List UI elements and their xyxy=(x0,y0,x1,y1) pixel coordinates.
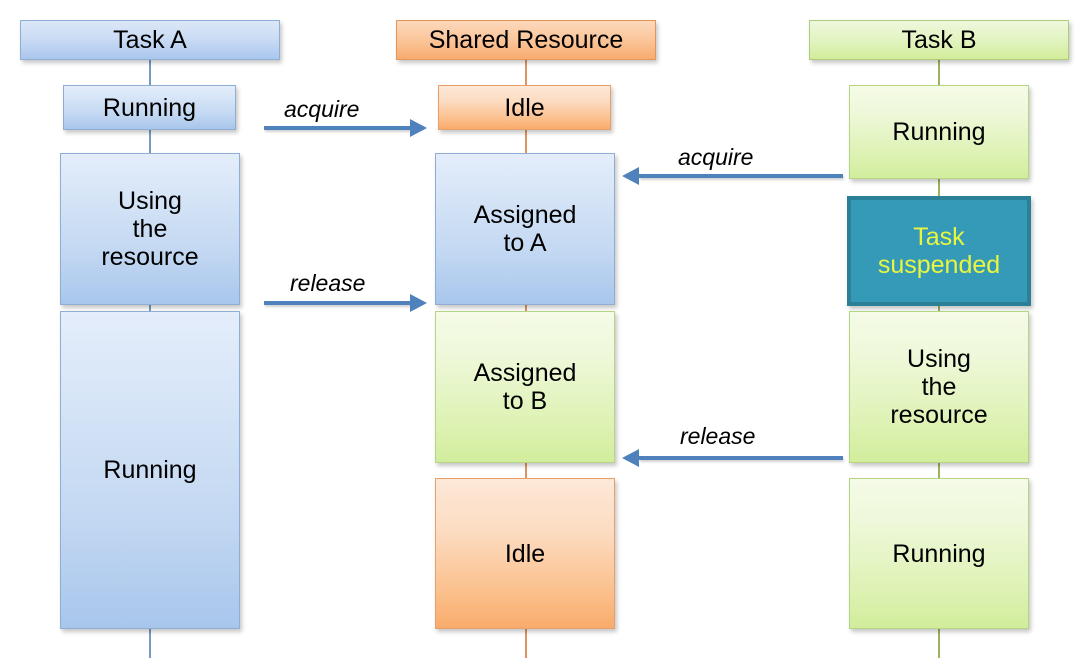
state-resource-assigned-to-a: Assigned to A xyxy=(435,153,615,305)
state-task-b-running-1: Running xyxy=(849,85,1029,179)
header-task-a: Task A xyxy=(20,20,280,60)
header-shared-resource: Shared Resource xyxy=(396,20,656,60)
state-resource-assigned-to-b: Assigned to B xyxy=(435,311,615,463)
arrow-label-acquire-a: acquire xyxy=(284,96,360,122)
state-resource-idle-1: Idle xyxy=(438,85,611,130)
arrow-head-release-a xyxy=(410,294,427,312)
arrow-label-release-b: release xyxy=(680,423,756,449)
arrow-shaft-acquire-b xyxy=(639,174,843,178)
arrow-shaft-release-a xyxy=(264,301,412,305)
state-resource-idle-2: Idle xyxy=(435,478,615,629)
header-task-b: Task B xyxy=(809,20,1069,60)
state-task-a-running-1: Running xyxy=(63,85,236,130)
arrow-shaft-release-b xyxy=(639,456,843,460)
arrow-head-acquire-b xyxy=(622,167,639,185)
arrow-head-acquire-a xyxy=(410,119,427,137)
state-task-b-using-resource: Using the resource xyxy=(849,311,1029,463)
arrow-label-release-a: release xyxy=(290,270,366,296)
arrow-shaft-acquire-a xyxy=(264,126,412,130)
arrow-label-acquire-b: acquire xyxy=(678,144,754,170)
arrow-head-release-b xyxy=(622,449,639,467)
state-task-a-using-resource: Using the resource xyxy=(60,153,240,305)
state-task-b-suspended: Task suspended xyxy=(847,196,1031,306)
state-task-b-running-2: Running xyxy=(849,478,1029,629)
state-task-a-running-2: Running xyxy=(60,311,240,629)
